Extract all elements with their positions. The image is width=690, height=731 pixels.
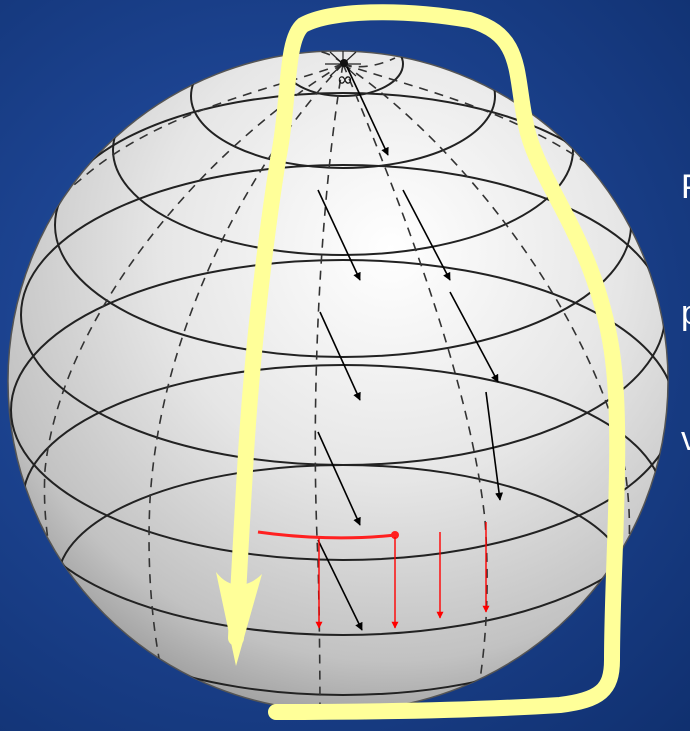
vector-arrow xyxy=(485,391,504,501)
red-path-end-point xyxy=(391,531,399,539)
vector-arrow xyxy=(346,66,389,156)
latitude-line xyxy=(10,259,668,561)
text-line-1: P xyxy=(681,166,690,208)
longitude-line xyxy=(314,63,344,711)
longitude-line xyxy=(342,63,488,711)
slide-text-cut-off: P p v xyxy=(681,82,690,502)
north-pole-point xyxy=(340,59,348,67)
red-path-segment xyxy=(257,530,396,540)
vector-arrow xyxy=(317,539,363,631)
vector-arrow xyxy=(319,311,361,401)
vector-arrow xyxy=(317,189,361,281)
text-line-3: v xyxy=(681,420,690,458)
transport-loop-arrowhead xyxy=(216,572,262,666)
longitude-line xyxy=(11,63,344,331)
pole-label: ∞ xyxy=(337,67,354,91)
vector-arrow xyxy=(449,291,499,383)
transported-vectors xyxy=(317,66,504,631)
vector-arrow xyxy=(317,431,361,526)
latitude-line xyxy=(112,51,574,256)
text-line-2: p xyxy=(681,292,690,334)
latitude-line xyxy=(190,51,496,169)
transport-loop-path xyxy=(228,4,626,720)
vector-arrow xyxy=(402,189,451,281)
comparison-vectors xyxy=(315,522,490,629)
